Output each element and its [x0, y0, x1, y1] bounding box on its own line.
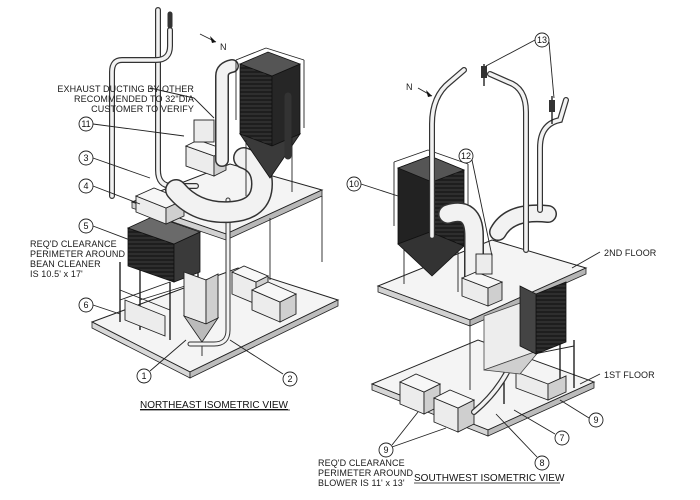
note-line: CUSTOMER TO VERIFY — [91, 104, 194, 114]
sw-1st-floor-label: 1ST FLOOR — [579, 370, 655, 385]
ne-north-label: N — [220, 42, 227, 52]
ne-blower-boxes — [230, 265, 298, 323]
ne-balloon-11: 11 — [78, 116, 185, 137]
ne-balloon-5: 5 — [78, 218, 131, 241]
ne-balloon-3: 3 — [78, 150, 151, 179]
sw-balloon-7: 7 — [513, 409, 570, 446]
ne-duct-loop — [165, 147, 274, 224]
svg-text:8: 8 — [539, 458, 544, 468]
note-line: IS 10.5' x 17' — [30, 269, 83, 279]
svg-text:4: 4 — [83, 181, 88, 191]
sw-blower-fan — [460, 253, 504, 307]
sw-clearance-note: REQ'D CLEARANCE PERIMETER AROUND BLOWER … — [318, 458, 414, 488]
ne-balloon-1: 1 — [136, 339, 187, 384]
svg-text:2: 2 — [287, 374, 292, 384]
sw-blower-boxes — [398, 373, 476, 433]
sw-duct — [438, 202, 557, 288]
note-line: BLOWER IS 11' x 13' — [318, 478, 405, 488]
sw-balloon-13: 13 — [485, 32, 555, 99]
ne-clearance-note: REQ'D CLEARANCE PERIMETER AROUND BEAN CL… — [30, 239, 126, 279]
northeast-isometric-view: N EXHAUST DUCTING BY OTHER RECOMMENDED T… — [30, 7, 340, 411]
note-line: EXHAUST DUCTING BY OTHER — [57, 84, 194, 94]
note-line: PERIMETER AROUND — [30, 249, 126, 259]
sw-balloon-8: 8 — [495, 413, 550, 471]
sw-balloon-10: 10 — [346, 176, 399, 197]
ne-balloon-2: 2 — [229, 339, 298, 387]
note-line: REQ'D CLEARANCE — [30, 239, 117, 249]
note-line: BEAN CLEANER — [30, 259, 101, 269]
sw-balloon-9-left: 9 — [378, 411, 447, 458]
svg-text:10: 10 — [349, 179, 359, 189]
sw-balloon-9-right: 9 — [559, 399, 604, 428]
svg-text:5: 5 — [83, 221, 88, 231]
sw-north-label: N — [406, 82, 413, 92]
ne-view-title: NORTHEAST ISOMETRIC VIEW — [140, 400, 289, 411]
ne-north-arrow: N — [199, 33, 227, 52]
ne-dust-collector — [235, 47, 305, 196]
svg-text:13: 13 — [537, 35, 547, 45]
svg-text:9: 9 — [593, 415, 598, 425]
svg-text:3: 3 — [83, 153, 88, 163]
sw-north-arrow: N — [406, 82, 433, 97]
sw-bean-cleaner — [519, 281, 567, 355]
ne-bean-cleaner — [126, 215, 202, 283]
svg-text:9: 9 — [383, 445, 388, 455]
ne-exhaust-note: EXHAUST DUCTING BY OTHER RECOMMENDED TO … — [57, 84, 215, 119]
ne-balloon-4: 4 — [78, 178, 141, 205]
ne-component-box — [134, 187, 186, 225]
sw-2nd-floor-label: 2ND FLOOR — [571, 248, 657, 269]
svg-text:12: 12 — [461, 151, 471, 161]
ne-cyclone-hopper — [182, 271, 220, 356]
svg-text:1: 1 — [141, 371, 146, 381]
note-line: PERIMETER AROUND — [318, 468, 414, 478]
note-line: REQ'D CLEARANCE — [318, 458, 405, 468]
ne-balloon-6: 6 — [78, 297, 121, 315]
svg-text:6: 6 — [83, 300, 88, 310]
ne-exhaust-duct — [215, 59, 239, 167]
svg-text:11: 11 — [81, 119, 90, 129]
sw-balloon-12: 12 — [458, 148, 493, 257]
note-line: RECOMMENDED TO 32"DIA — [74, 94, 194, 104]
svg-text:2ND FLOOR: 2ND FLOOR — [604, 248, 657, 258]
southwest-isometric-view: N 2ND FLOOR 1ST FLOOR REQ'D CLEARANCE PE… — [318, 32, 657, 488]
sw-view-title: SOUTHWEST ISOMETRIC VIEW — [414, 473, 565, 484]
svg-text:1ST FLOOR: 1ST FLOOR — [604, 370, 655, 380]
svg-text:7: 7 — [559, 433, 564, 443]
sw-conveying-lines — [429, 64, 569, 253]
